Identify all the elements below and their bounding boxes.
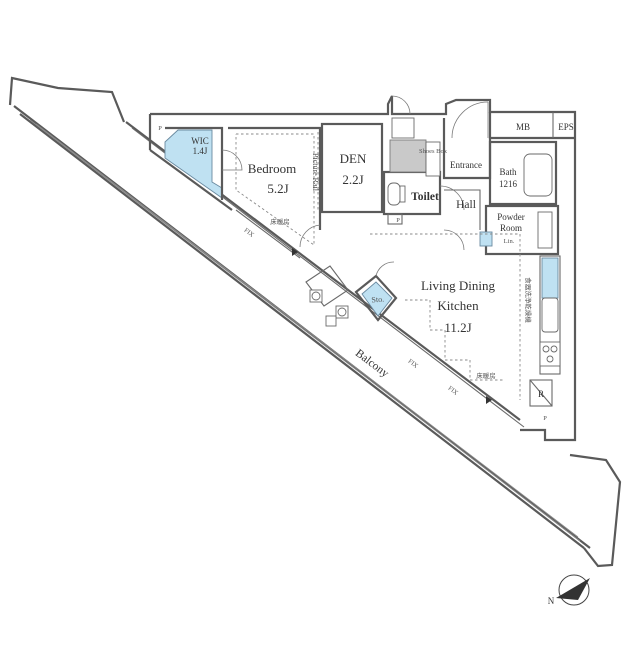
shoes-label: Shoes Box (419, 148, 448, 155)
bedroom-floor-heating: 床暖房 (270, 217, 290, 226)
refrigerator-label: R (538, 389, 544, 399)
kitchen-counter: 食器洗浄乾燥機 R P (524, 255, 561, 422)
ldk-fix-label-2: FIX (447, 385, 460, 397)
ldk-fix-label-1: FIX (407, 358, 420, 370)
balcony-ac-units (305, 265, 349, 327)
picture-rail: Picture Rail (311, 132, 320, 210)
ldk-label-1: Living Dining (421, 278, 496, 293)
wic-label: WIC (191, 136, 209, 146)
ldk-pipe-label: P (543, 415, 547, 422)
eps-label: EPS (558, 122, 574, 132)
den-label: DEN (340, 151, 367, 166)
picture-rail-label: Picture Rail (311, 153, 320, 192)
entrance-label: Entrance (450, 160, 482, 170)
ldk-floor-heating: 床暖房 (476, 371, 496, 380)
powder-room: Powder Room Lin. (479, 204, 560, 256)
apartment-outline (148, 95, 577, 442)
powder-label-1: Powder (497, 212, 525, 222)
wic-room: WIC 1.4J P (158, 125, 243, 200)
entrance-area: Entrance (442, 101, 492, 180)
ldk-size: 11.2J (444, 320, 471, 335)
powder-label-2: Room (500, 223, 522, 233)
bath-label: Bath (500, 167, 517, 177)
ldk-label-2: Kitchen (437, 298, 479, 313)
den-room: DEN 2.2J (320, 122, 384, 214)
bedroom-fix-label: FIX (243, 227, 256, 239)
storage-label: Sto. (371, 294, 384, 304)
toilet-pipe-label: P (396, 217, 400, 224)
ldk-room: Living Dining Kitchen 11.2J 床暖房 FIX FIX (370, 233, 521, 404)
compass-north-label: N (548, 596, 555, 606)
storage-room: Sto. (354, 261, 398, 322)
bath-room: Bath 1216 (488, 140, 558, 206)
den-size: 2.2J (342, 172, 363, 187)
kitchen-note: 食器洗浄乾燥機 (524, 277, 533, 323)
mb-label: MB (516, 122, 530, 132)
bedroom-size: 5.2J (267, 181, 288, 196)
toilet-room: Toilet P (382, 170, 465, 225)
hall-area: Hall (443, 189, 481, 251)
wic-size: 1.4J (193, 146, 208, 156)
pipe-space-label: P (158, 125, 162, 132)
compass-icon: N (548, 574, 590, 606)
bedroom-label: Bedroom (248, 161, 296, 176)
toilet-label: Toilet (411, 191, 439, 203)
shoes-box: Shoes Box (389, 95, 448, 177)
linen-label: Lin. (504, 238, 515, 245)
bedroom-room: Bedroom 5.2J 床暖房 FIX (228, 126, 322, 259)
mb-eps: MB EPS (516, 122, 574, 132)
bath-size: 1216 (499, 179, 518, 189)
hall-label: Hall (456, 199, 476, 211)
